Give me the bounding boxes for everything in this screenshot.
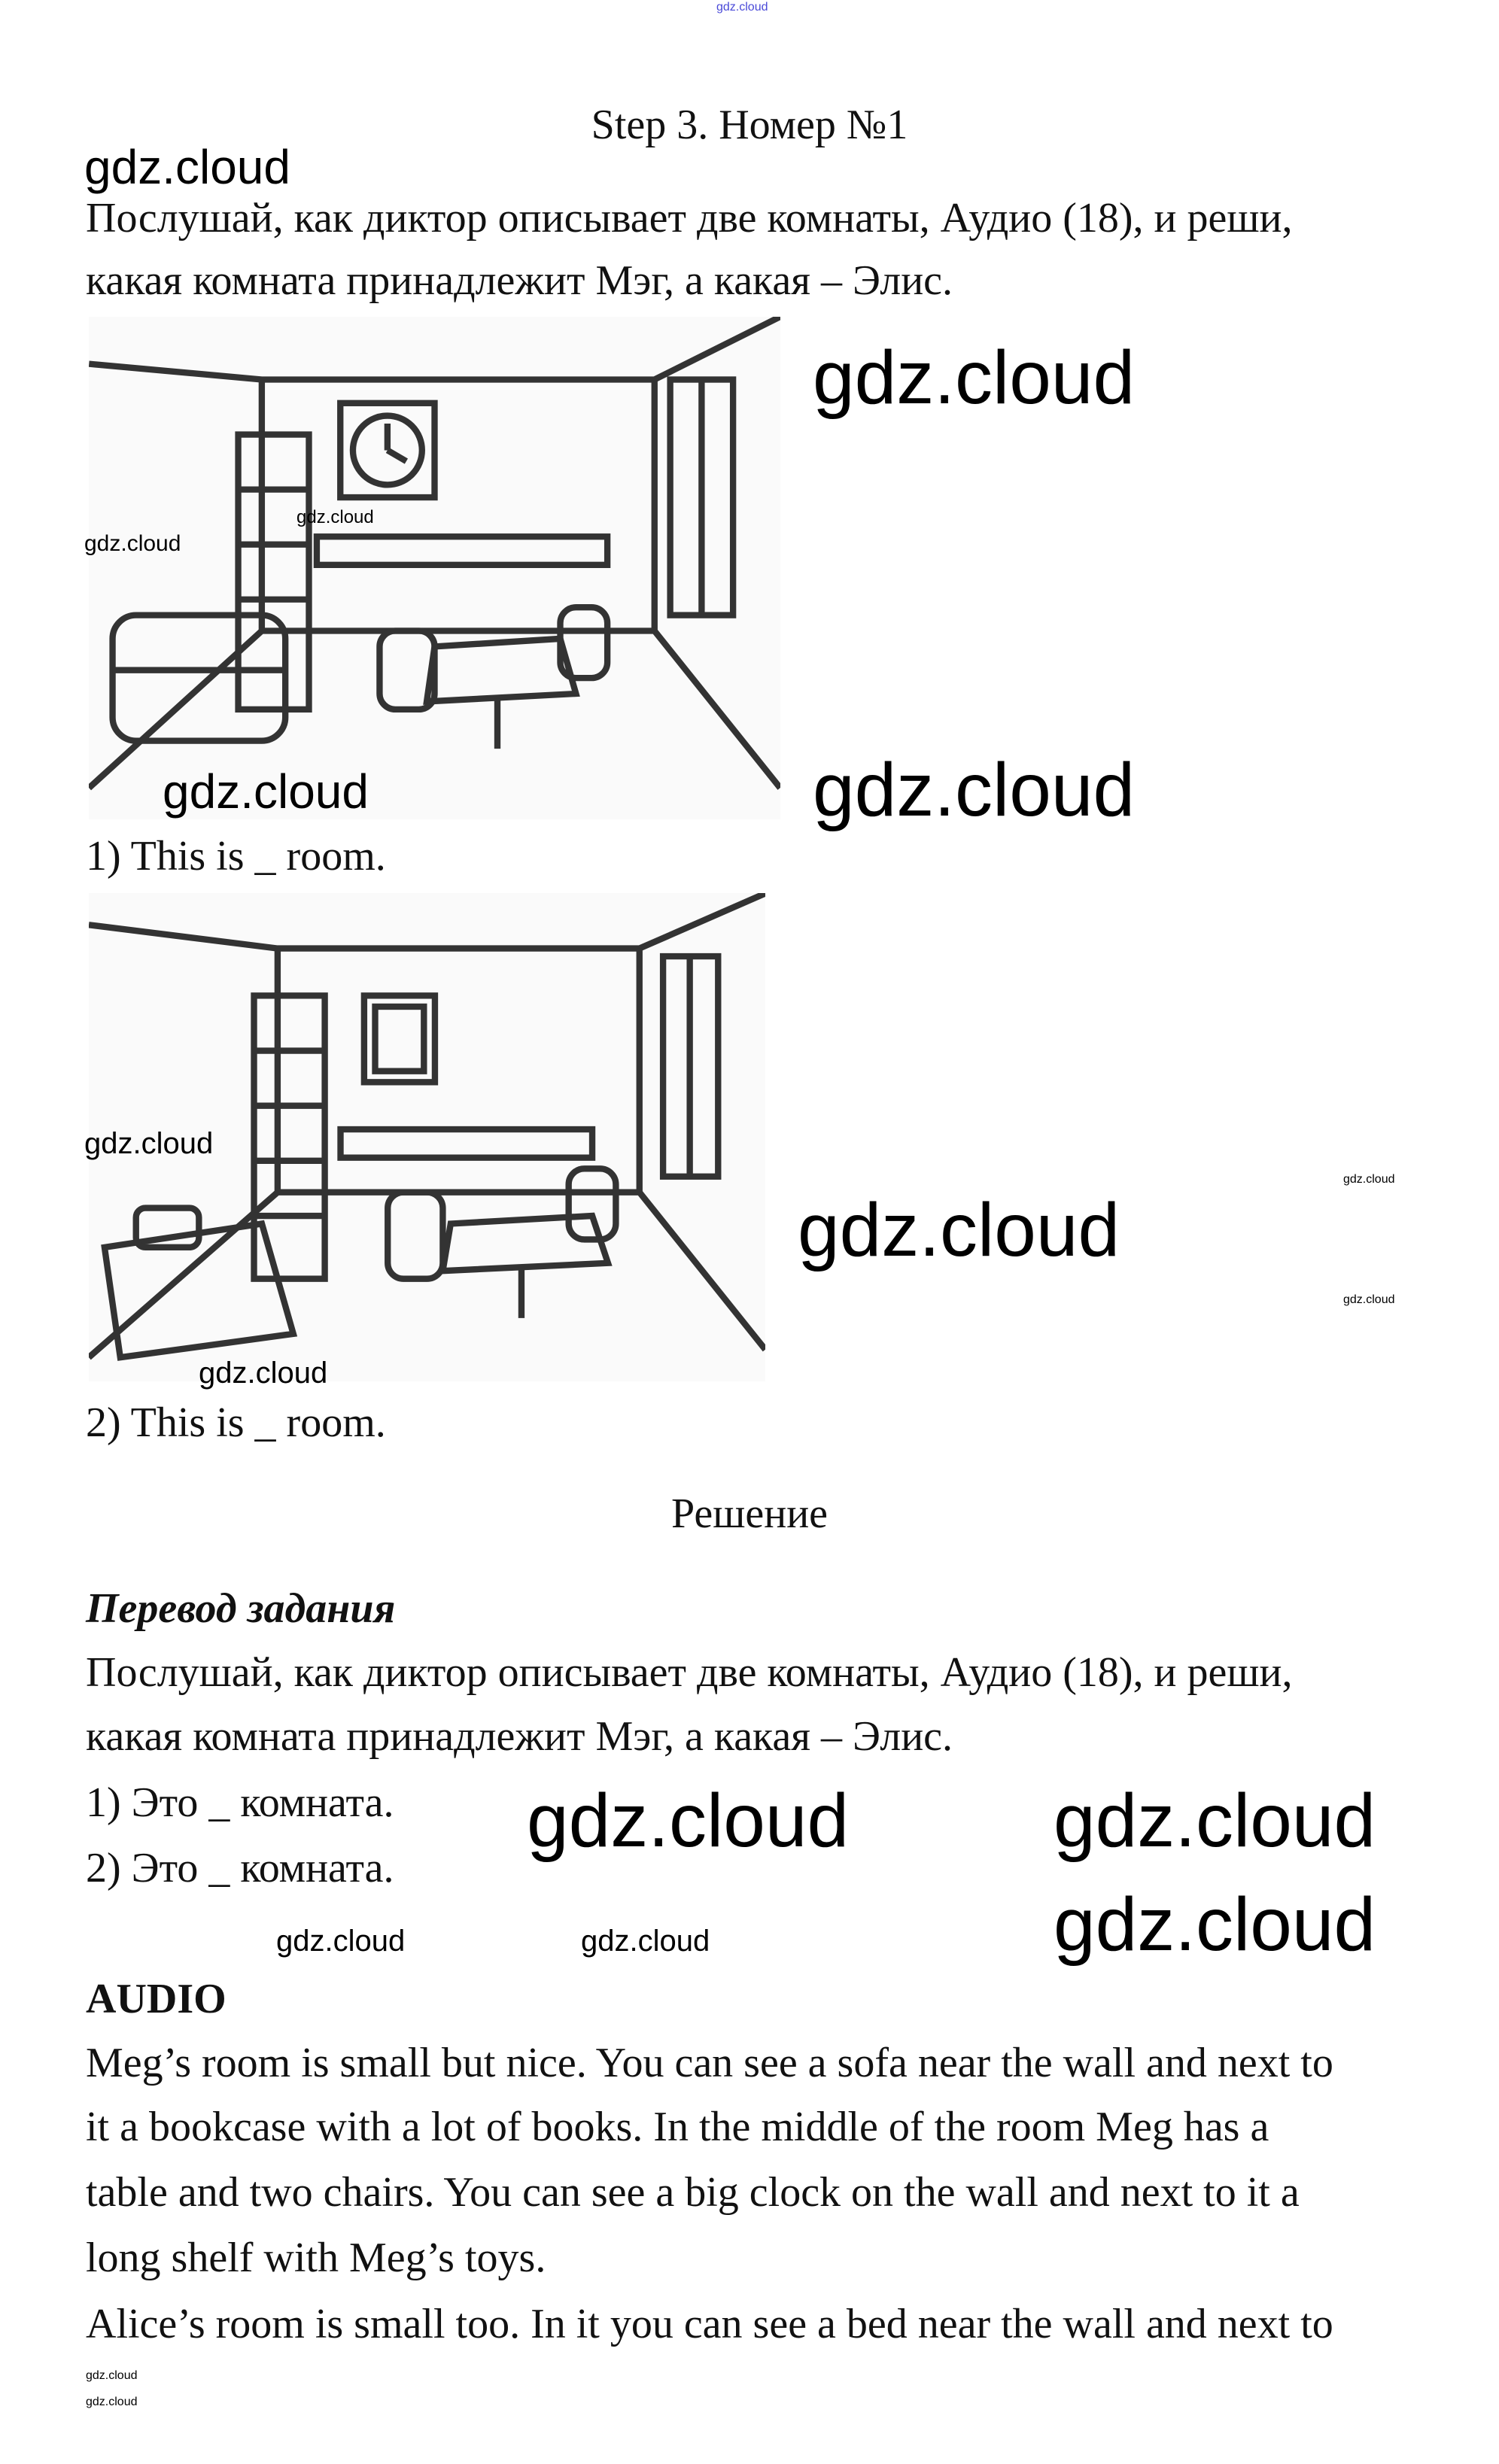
watermark: gdz.cloud [84,1127,214,1160]
watermark: gdz.cloud [86,2396,138,2408]
room-illustration-1 [87,314,783,819]
watermark: gdz.cloud [84,531,181,556]
watermark: gdz.cloud [86,2369,138,2382]
translation-item-1: 1) Это _ комната. [86,1779,394,1826]
watermark: gdz.cloud [296,507,374,527]
watermark: gdz.cloud [1343,1173,1395,1186]
item-1-caption: 1) This is _ room. [86,833,386,880]
watermark: gdz.cloud [813,748,1136,832]
page-title: Step 3. Номер №1 [591,102,908,148]
audio-line: Meg’s room is small but nice. You can se… [86,2040,1333,2086]
watermark: gdz.cloud [163,764,369,819]
room-sketch-sofa-clock [87,314,783,791]
watermark: gdz.cloud [581,1925,710,1958]
room-illustration-2 [87,890,768,1381]
translation-item-2: 2) Это _ комната. [86,1845,394,1891]
watermark: gdz.cloud [527,1779,850,1863]
audio-line: table and two chairs. You can see a big … [86,2169,1300,2216]
task-line-2: какая комната принадлежит Мэг, а какая –… [86,257,953,304]
watermark: gdz.cloud [276,1925,406,1958]
translation-line-1: Послушай, как диктор описывает две комна… [86,1649,1293,1696]
watermark: gdz.cloud [199,1357,328,1390]
item-2-caption: 2) This is _ room. [86,1399,386,1446]
room-sketch-bed-picture [87,890,768,1361]
header-watermark: gdz.cloud [716,1,768,14]
watermark: gdz.cloud [813,336,1136,420]
watermark: gdz.cloud [1343,1293,1395,1306]
watermark: gdz.cloud [1054,1882,1376,1967]
audio-line: it a bookcase with a lot of books. In th… [86,2104,1269,2150]
translation-heading: Перевод задания [86,1585,396,1632]
translation-line-2: какая комната принадлежит Мэг, а какая –… [86,1713,953,1760]
solution-heading: Решение [670,1490,829,1537]
audio-heading: AUDIO [86,1976,227,2022]
audio-line: long shelf with Meg’s toys. [86,2235,546,2281]
watermark: gdz.cloud [798,1188,1120,1272]
watermark: gdz.cloud [84,140,290,194]
audio-line: Alice’s room is small too. In it you can… [86,2301,1333,2347]
task-line-1: Послушай, как диктор описывает две комна… [86,195,1293,242]
watermark: gdz.cloud [1054,1779,1376,1863]
